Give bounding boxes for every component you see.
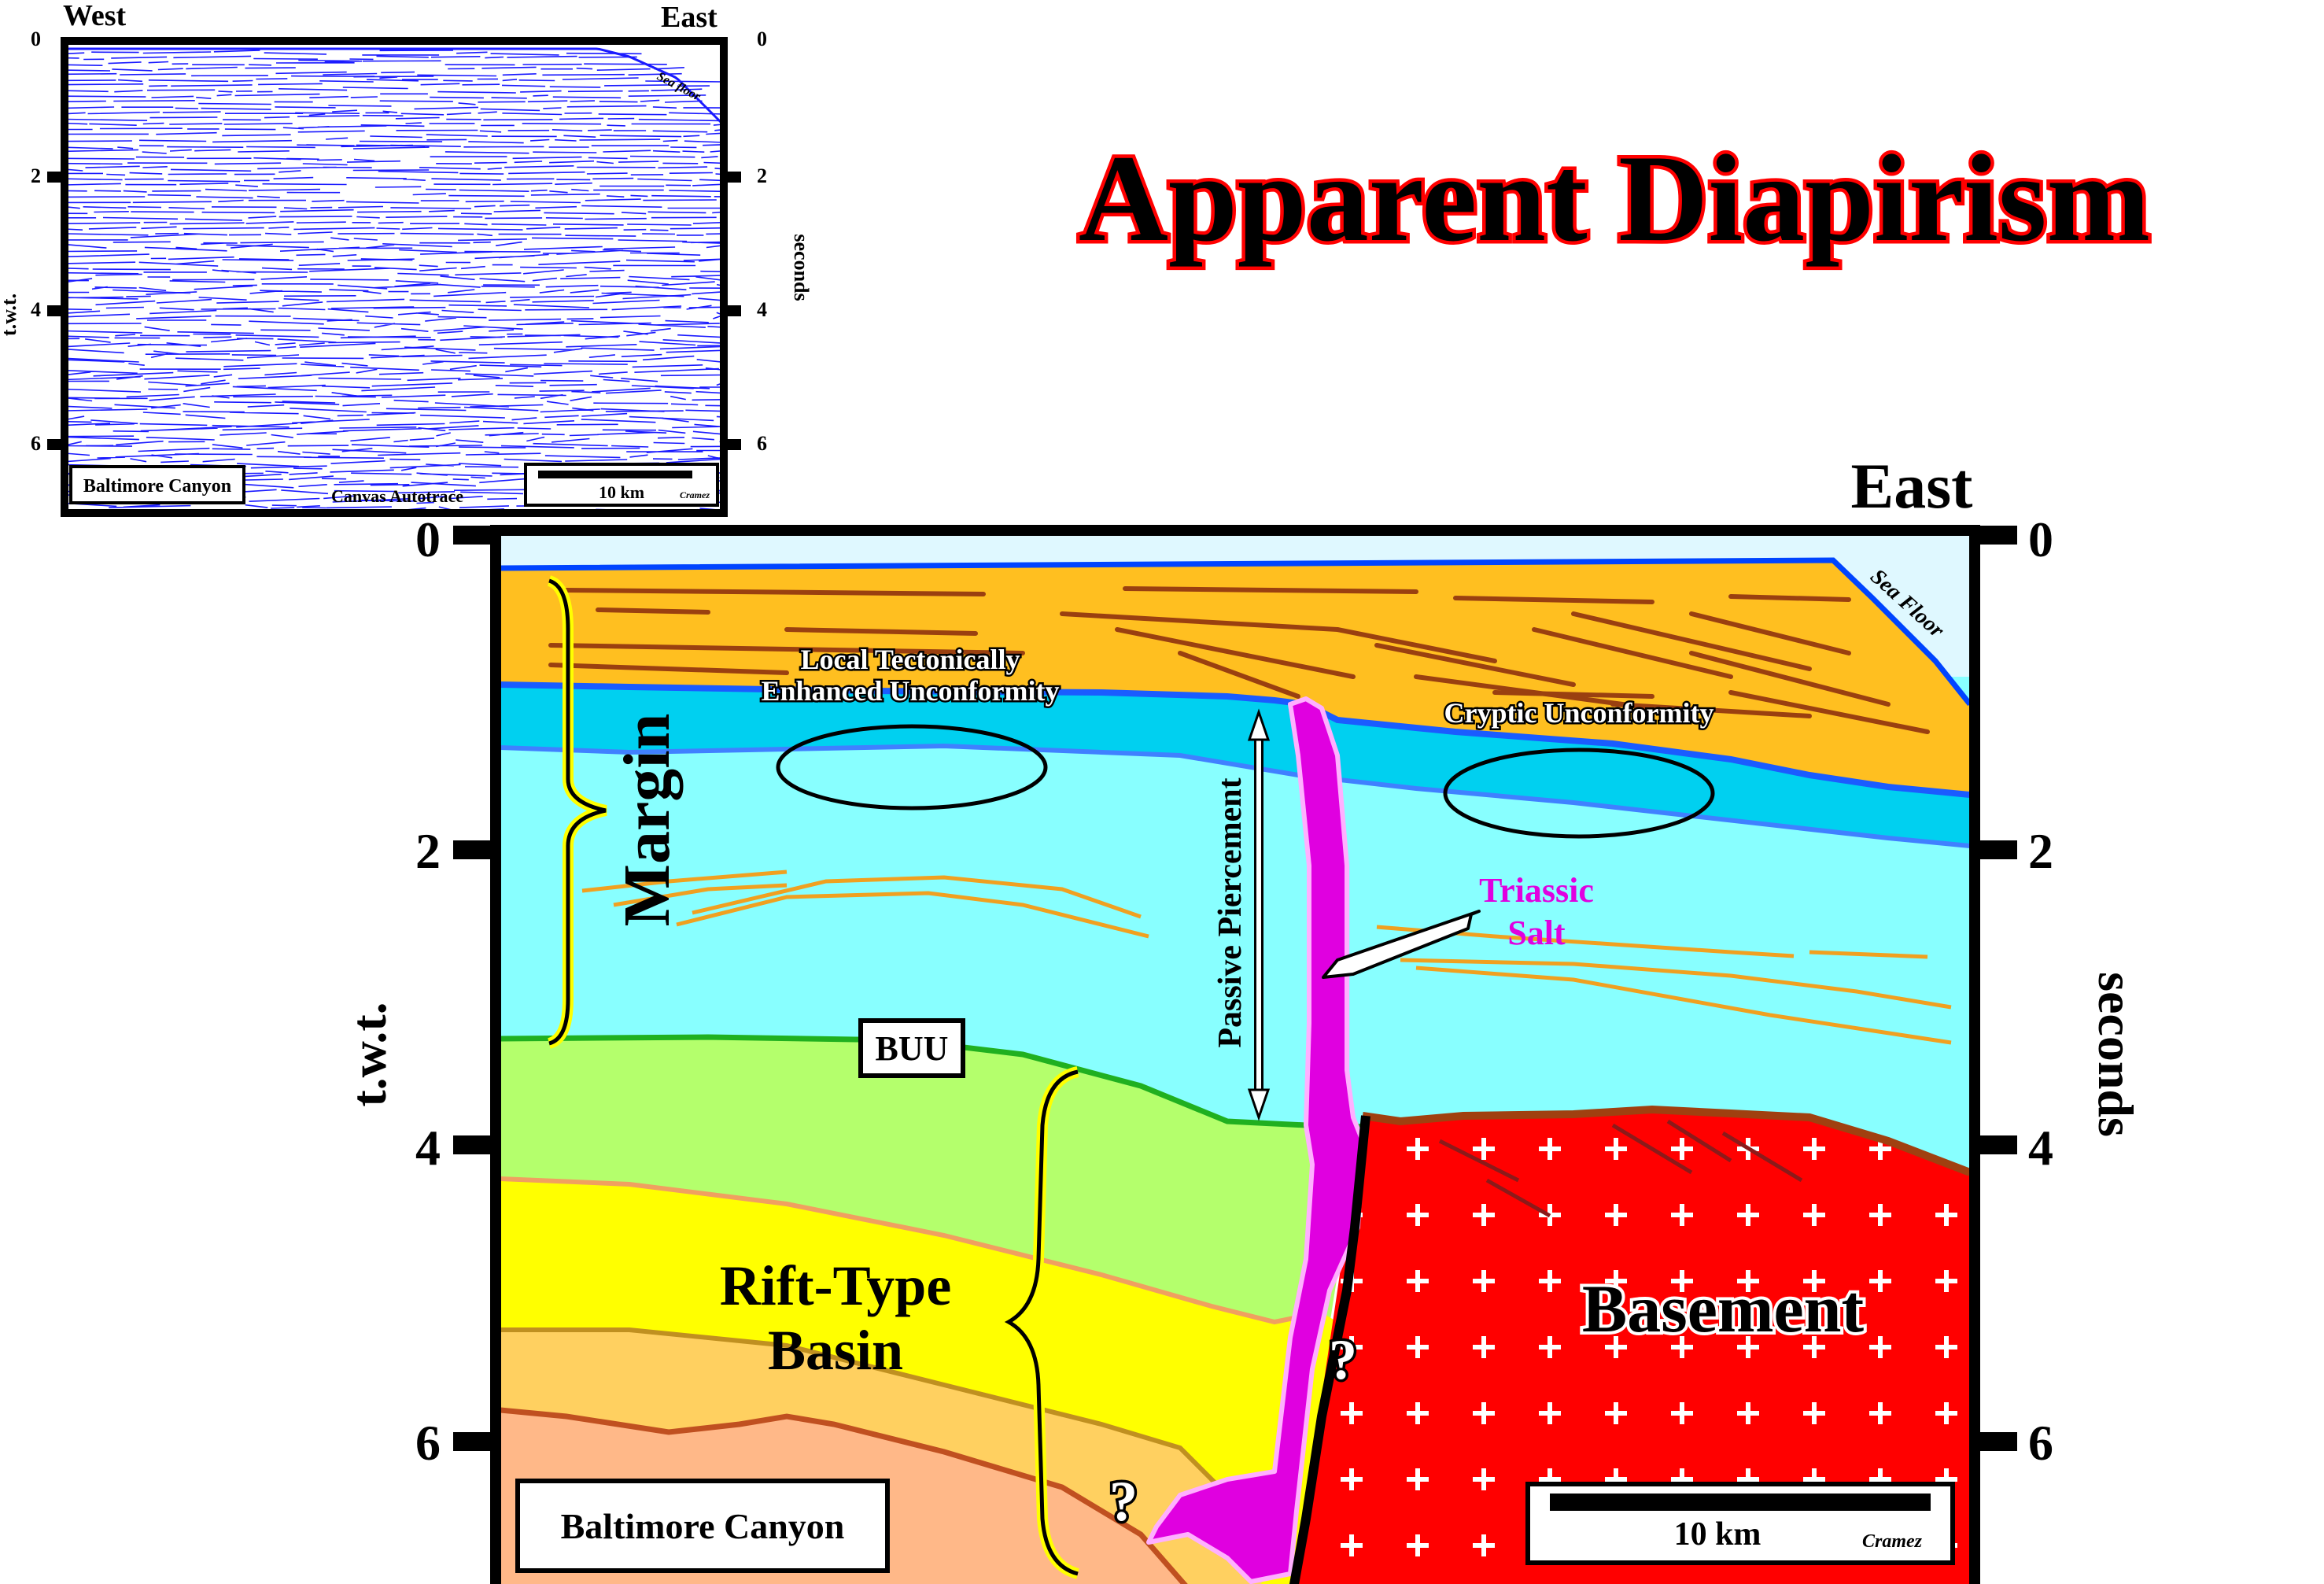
passive-piercement-label: Passive Piercement xyxy=(1212,777,1249,1047)
section-scale-bar xyxy=(1550,1494,1931,1511)
basement-dip-lines xyxy=(1438,1119,1803,1218)
section-east-label: East xyxy=(1851,450,1973,522)
section-scale-label: 10 km xyxy=(1674,1516,1761,1553)
rift-basin-label: Rift-Type Basin xyxy=(720,1254,952,1382)
seismic-software-label: Canvas Autotrace xyxy=(331,486,463,506)
seismic-location-label: Baltimore Canyon xyxy=(83,476,231,497)
seismic-left-axis: 0 2 4 6 t.w.t. xyxy=(0,28,61,455)
basement-block xyxy=(1293,1110,1970,1584)
margin-orange-reflectors xyxy=(581,870,1952,1045)
seismic-scale-bar xyxy=(538,471,692,478)
salt-pointer-arrow xyxy=(1322,910,1481,979)
triassic-salt-label: Triassic Salt xyxy=(1479,871,1594,952)
buu-label: BUU xyxy=(876,1029,949,1068)
section-left-axis: 0 2 4 6 t.w.t. xyxy=(341,511,496,1471)
cyan-band-base xyxy=(500,743,1970,848)
local-unconformity-label: Local Tectonically Enhanced Unconformity xyxy=(759,642,1061,709)
seismic-left-tick-4: 4 xyxy=(31,298,41,321)
seismic-east-label: East xyxy=(661,1,717,34)
section-left-axis-title: t.w.t. xyxy=(341,1002,397,1106)
section-right-tick-2: 2 xyxy=(2028,823,2053,879)
question-mark-lower: ? xyxy=(1109,1470,1138,1533)
salmon-top-reflector xyxy=(500,1407,1188,1584)
local-unconformity-line-1: Local Tectonically xyxy=(801,644,1020,675)
section-right-tick-6: 6 xyxy=(2028,1415,2053,1471)
cryptic-unconformity-label: Cryptic Unconformity xyxy=(1444,697,1714,729)
basement-top xyxy=(1362,1105,1970,1176)
triassic-salt-line-2: Salt xyxy=(1507,914,1566,952)
section-frame xyxy=(490,525,1980,1584)
section-left-tick-0: 0 xyxy=(415,511,441,567)
seismic-inset: West East Sea floor 0 2 4 6 t.w.t. 0 2 4… xyxy=(0,0,813,517)
seismic-frame xyxy=(61,37,728,517)
section-author-label: Cramez xyxy=(1862,1531,1923,1552)
seismic-left-tick-2: 2 xyxy=(31,164,41,187)
page-title: Apparent Diapirism xyxy=(1079,130,2150,268)
seismic-author-label: Cramez xyxy=(680,489,710,500)
buu-reflector xyxy=(500,1034,1370,1130)
seismic-location-box xyxy=(69,465,245,504)
orange-top-reflector xyxy=(500,1327,1230,1497)
seismic-traces xyxy=(65,47,724,513)
section-location-label: Baltimore Canyon xyxy=(561,1506,845,1546)
seismic-right-tick-0: 0 xyxy=(757,28,767,50)
question-mark-upper: ? xyxy=(1329,1328,1357,1391)
seismic-left-axis-title: t.w.t. xyxy=(0,294,20,336)
buu-label-box xyxy=(858,1018,965,1078)
yellow-top-reflector xyxy=(500,1176,1322,1325)
seismic-reflectors xyxy=(65,50,724,513)
piercement-arrow xyxy=(1247,708,1271,1121)
geologic-section xyxy=(500,535,1970,1584)
section-left-tick-2: 2 xyxy=(415,823,441,879)
basement-label: Basement xyxy=(1582,1271,1865,1346)
fault-line xyxy=(1289,1115,1370,1584)
seismic-right-axis: 0 2 4 6 seconds xyxy=(727,28,813,455)
section-right-axis-title: seconds xyxy=(2088,972,2144,1137)
section-right-tick-0: 0 xyxy=(2028,511,2053,567)
seismic-left-tick-0: 0 xyxy=(31,28,41,50)
seismic-west-label: West xyxy=(63,0,127,32)
local-unconformity-ellipse xyxy=(776,724,1048,810)
margin-label: Margin xyxy=(611,714,684,927)
seismic-right-tick-6: 6 xyxy=(757,432,767,455)
local-unconformity-line-2: Enhanced Unconformity xyxy=(761,675,1059,707)
rift-basin-line-1: Rift-Type xyxy=(720,1254,952,1317)
seismic-right-axis-title: seconds xyxy=(790,234,813,301)
section-left-tick-4: 4 xyxy=(415,1120,441,1176)
section-right-tick-4: 4 xyxy=(2028,1120,2053,1176)
cryptic-unconformity-ellipse xyxy=(1443,748,1715,839)
section-right-axis: 0 2 4 6 seconds xyxy=(1975,511,2144,1471)
section-left-tick-6: 6 xyxy=(415,1415,441,1471)
upper-margin-reflectors xyxy=(548,586,1930,734)
seismic-sea-floor xyxy=(65,47,724,125)
seismic-left-tick-6: 6 xyxy=(31,432,41,455)
rift-basin-line-2: Basin xyxy=(768,1319,903,1382)
triassic-salt-line-1: Triassic xyxy=(1479,871,1594,910)
section-location-box xyxy=(515,1479,890,1573)
seismic-scale-label: 10 km xyxy=(599,482,644,502)
seismic-right-tick-4: 4 xyxy=(757,298,767,321)
seismic-right-tick-2: 2 xyxy=(757,164,767,187)
sea-floor-line xyxy=(500,557,1970,707)
